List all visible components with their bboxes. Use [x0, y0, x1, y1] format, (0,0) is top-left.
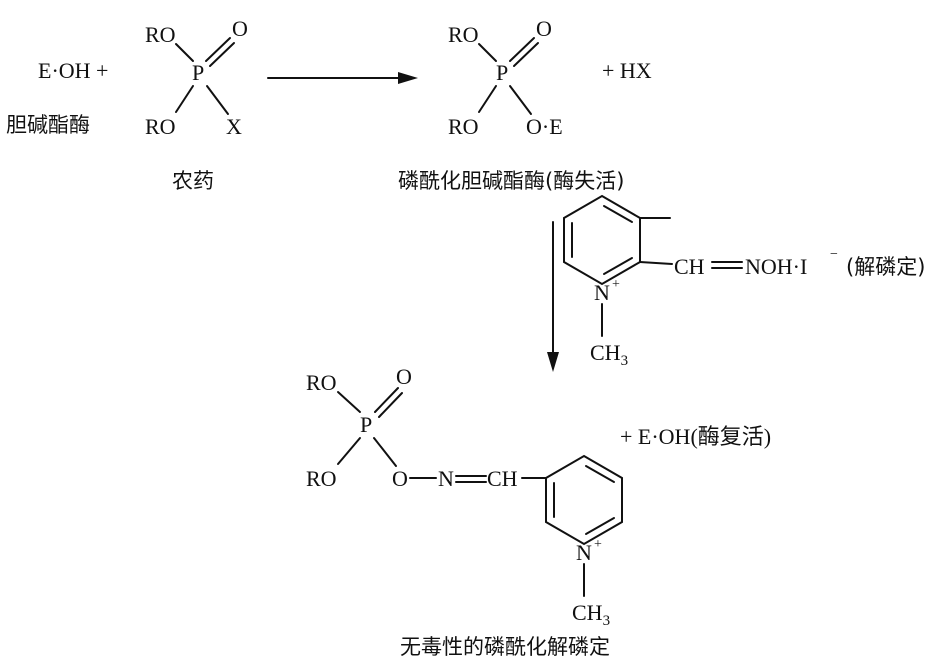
product2-o-top: O [396, 364, 412, 389]
product2-ch3: CH3 [572, 600, 610, 629]
reaction-arrow-2 [547, 221, 559, 372]
product2-o-link: O [392, 466, 408, 491]
pralidoxime-name-label: (解磷定) [846, 255, 925, 279]
bond [205, 37, 231, 62]
nontoxic-product-label: 无毒性的磷酰化解磷定 [400, 635, 610, 659]
enzyme-name-label: 胆碱酯酶 [6, 113, 90, 137]
bond [603, 205, 633, 223]
bond [509, 37, 535, 62]
pralidoxime-structure: CH NOH·I − (解磷定) N + CH3 [563, 194, 925, 369]
product2-n-link: N [438, 466, 454, 491]
bond [585, 465, 615, 483]
pesticide-o-top: O [232, 16, 248, 41]
byproduct-hx: + HX [602, 58, 652, 83]
bond [175, 85, 194, 113]
product2-n-atom: N [576, 540, 592, 565]
bond [337, 391, 361, 413]
bond [639, 261, 673, 265]
product-ro-top: RO [448, 22, 479, 47]
pesticide-x: X [226, 114, 242, 139]
product2-n-charge: + [594, 537, 602, 552]
bond [378, 392, 403, 418]
phosphorylated-enzyme-structure: RO O P RO O·E [448, 16, 563, 139]
product-ro-bottom: RO [448, 114, 479, 139]
bond [206, 85, 229, 115]
bond [175, 43, 194, 62]
bond [478, 43, 497, 62]
reagent-ch: CH [674, 254, 705, 279]
bond [603, 257, 633, 275]
pesticide-p-atom: P [192, 60, 204, 85]
reagent-n-atom: N [594, 280, 610, 305]
product-o-top: O [536, 16, 552, 41]
reagent-ch3: CH3 [590, 340, 628, 369]
product2-ro-bottom: RO [306, 466, 337, 491]
reaction-arrow-1 [267, 72, 418, 84]
product2-ch-link: CH [487, 466, 518, 491]
product-oe: O·E [526, 114, 563, 139]
pesticide-name-label: 农药 [172, 169, 214, 193]
bond [209, 42, 235, 67]
pesticide-ro-bottom: RO [145, 114, 176, 139]
pesticide-ro-top: RO [145, 22, 176, 47]
phosphorylated-enzyme-label: 磷酰化胆碱酯酶(酶失活) [398, 169, 624, 193]
reagent-n-charge: + [612, 277, 620, 292]
bond [513, 42, 539, 67]
product-p-atom: P [496, 60, 508, 85]
phosphorylated-pralidoxime-structure: RO O P RO O N CH N + CH3 [306, 364, 623, 629]
reagent-noh: NOH·I [745, 254, 807, 279]
pesticide-structure: RO O P RO X 农药 [145, 16, 248, 193]
bond [478, 85, 497, 113]
enzyme-formula: E·OH + [38, 58, 108, 83]
bond [373, 437, 397, 467]
bond [374, 387, 399, 413]
enzyme-recovered-label: + E·OH(酶复活) [620, 424, 771, 449]
iodide-charge: − [830, 247, 838, 262]
bond [337, 437, 361, 465]
pyridine-ring [545, 454, 623, 546]
bond [585, 517, 615, 535]
pyridine-ring [563, 194, 641, 286]
product2-ro-top: RO [306, 370, 337, 395]
product2-p-atom: P [360, 412, 372, 437]
bond [509, 85, 532, 115]
